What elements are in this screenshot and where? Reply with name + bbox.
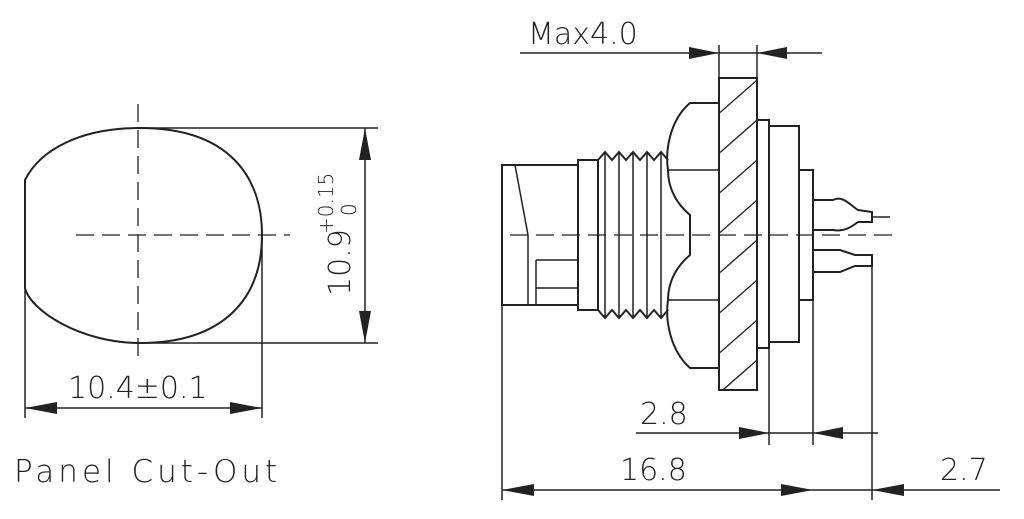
dim168-label: 16.8 <box>620 453 687 488</box>
rear-flange-outer <box>756 119 770 349</box>
width-dim-label: 10.4±0.1 <box>68 371 208 406</box>
connector-side-view: Max4.0 2.8 16.8 2.7 <box>501 17 1000 500</box>
hex-nut <box>666 102 720 369</box>
height-dim-label: 10.9 <box>323 229 358 296</box>
contact-pin-lower <box>813 249 873 273</box>
width-arrow-right <box>230 402 262 414</box>
max-dim-label: Max4.0 <box>528 17 638 52</box>
height-arrow-top <box>359 128 371 160</box>
panel-cutout-title: Panel Cut-Out <box>14 454 281 490</box>
dim168-arrow-left <box>502 484 534 496</box>
front-body-taper <box>514 164 529 236</box>
dim168-arrow-mid <box>781 484 813 496</box>
dim28-label: 2.8 <box>640 397 688 432</box>
panel-hatching <box>719 79 757 390</box>
rear-flange <box>768 125 800 343</box>
height-tol-upper: +0.15 <box>314 173 338 234</box>
dim27-label: 2.7 <box>940 453 988 488</box>
width-arrow-left <box>25 402 57 414</box>
dim28-arrow-right <box>813 427 843 439</box>
height-tol-lower: 0 <box>337 203 361 216</box>
panel-cutout-view: 10.9 +0.15 0 10.4±0.1 Panel Cut-Out <box>14 104 378 490</box>
contact-pin-upper <box>813 197 873 232</box>
max-arrow-left <box>689 47 719 59</box>
cutout-outline <box>24 126 264 345</box>
max-arrow-right <box>757 47 787 59</box>
height-arrow-bottom <box>359 311 371 343</box>
dim28-arrow-left <box>739 427 769 439</box>
